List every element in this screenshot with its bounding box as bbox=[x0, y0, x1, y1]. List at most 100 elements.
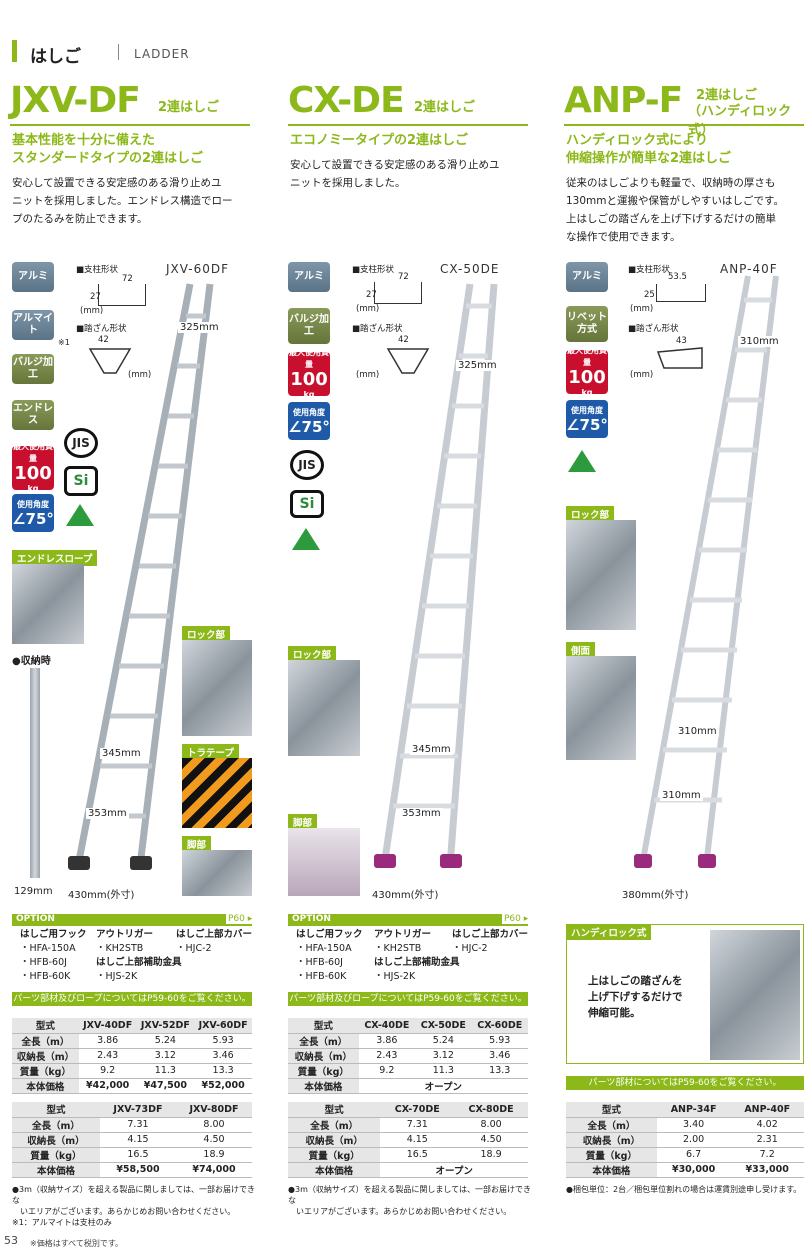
anp-desc-3: 上はしごの踏ざんを上げ下げするだけの簡単 bbox=[566, 213, 776, 225]
cx-si-mark: Si bbox=[290, 490, 324, 518]
anp-spec-post-w: 53.5 bbox=[668, 272, 687, 282]
cx-spec-mm-2: (mm) bbox=[356, 370, 380, 380]
jxv-cap-lock: ロック部 bbox=[182, 626, 231, 642]
jxv-dim-bot: 353mm bbox=[86, 808, 129, 819]
jxv-stored-image bbox=[30, 668, 40, 878]
cx-badge-bulge: バルジ加工 bbox=[288, 308, 330, 344]
anp-handy-text-3: 伸縮可能。 bbox=[588, 1007, 641, 1019]
jxv-dim-top: 325mm bbox=[178, 322, 221, 333]
cx-foot-photo bbox=[288, 828, 360, 896]
anp-dim-base: 380mm(外寸) bbox=[620, 886, 691, 901]
anp-handy-box bbox=[566, 924, 804, 1064]
anp-spec-mm-1: (mm) bbox=[630, 304, 654, 314]
jxv-badge-endless: エンドレス bbox=[12, 400, 54, 430]
jxv-footnote: ●3m（収納サイズ）を超える製品に関しましては、一部お届けできな いエリアがござ… bbox=[12, 1185, 255, 1227]
anp-desc-4: な操作で使用できます。 bbox=[566, 231, 681, 243]
jxv-spec-post-label: ■支柱形状 bbox=[76, 265, 119, 275]
jxv-foot-photo bbox=[182, 850, 252, 896]
jxv-desc-3: プのたるみを防止できます。 bbox=[12, 213, 148, 225]
jxv-jis-mark: JIS bbox=[64, 428, 98, 458]
cx-option-page[interactable]: P60 ▸ bbox=[502, 914, 531, 924]
anp-photo-name: ANP-40F bbox=[720, 262, 778, 276]
cx-cap-foot: 脚部 bbox=[288, 814, 318, 830]
anp-spec-post-h: 25 bbox=[644, 290, 655, 300]
anp-handy-photo bbox=[710, 930, 800, 1060]
cx-dim-mid: 345mm bbox=[410, 744, 453, 755]
anp-desc-2: 130mmと運搬や保管がしやすいはしごです。 bbox=[566, 195, 784, 207]
jxv-tagline-2: スタンダードタイプの2連はしご bbox=[12, 151, 204, 166]
anp-cap-side: 側面 bbox=[566, 642, 596, 658]
cx-opt-hook: はしご用フック・HFA-150A・HFB-60J・HFB-60K bbox=[296, 929, 363, 982]
cx-safety-mark-icon bbox=[292, 528, 320, 550]
cx-post-shape bbox=[374, 282, 422, 304]
cx-opt-cover: はしご上部カバー・HJC-2 bbox=[452, 929, 529, 954]
anp-spec-mm-2: (mm) bbox=[630, 370, 654, 380]
jxv-photo-name: JXV-60DF bbox=[166, 262, 230, 276]
jxv-model-title: JXV-DF bbox=[10, 80, 141, 121]
jxv-option-bar bbox=[12, 914, 252, 926]
jxv-lock-photo bbox=[182, 640, 252, 736]
jxv-opt-cover: はしご上部カバー・HJC-2 bbox=[176, 929, 253, 954]
cx-dim-top: 325mm bbox=[456, 360, 499, 371]
jxv-badge-angle: 使用角度∠75° bbox=[12, 494, 54, 532]
jxv-desc-1: 安心して設置できる安定感のある滑り止めユ bbox=[12, 177, 222, 189]
anp-cap-handy: ハンディロック式 bbox=[566, 924, 652, 940]
jxv-opt-hook: はしご用フック・HFA-150A・HFB-60J・HFB-60K bbox=[20, 929, 87, 982]
jxv-cap-endless: エンドレスロープ bbox=[12, 550, 98, 566]
jxv-si-mark: Si bbox=[64, 466, 98, 496]
jxv-endless-photo bbox=[12, 564, 84, 644]
table-row: 本体価格オープン bbox=[288, 1162, 528, 1178]
jxv-safety-mark-icon bbox=[66, 504, 94, 526]
anp-model-sub-2: （ハンディロック式） bbox=[688, 104, 792, 138]
page-number: 53 bbox=[4, 1234, 18, 1247]
cx-jis-mark: JIS bbox=[290, 450, 324, 480]
cx-dim-bot: 353mm bbox=[400, 808, 443, 819]
cx-spec-post-h: 27 bbox=[366, 290, 377, 300]
anp-tagline-1: ハンディロック式により bbox=[566, 133, 708, 148]
anp-badge-rivet: リベット方式 bbox=[566, 306, 608, 342]
anp-model-sub-1: 2連はしご bbox=[696, 88, 758, 103]
jxv-rule bbox=[10, 124, 250, 126]
jxv-option-label: OPTION bbox=[16, 914, 55, 924]
anp-ladder-image bbox=[634, 275, 779, 868]
jxv-dim-stored: 129mm bbox=[12, 886, 55, 897]
header-subtitle: LADDER bbox=[134, 47, 190, 61]
anp-badge-aluminum: アルミ bbox=[566, 262, 608, 292]
cx-option-bar bbox=[288, 914, 528, 926]
cx-spec-post-w: 72 bbox=[398, 272, 409, 282]
header-divider bbox=[118, 44, 119, 60]
jxv-step-shape bbox=[88, 348, 132, 374]
anp-lock-photo bbox=[566, 520, 636, 630]
jxv-option-page[interactable]: P60 ▸ bbox=[226, 914, 255, 924]
cx-parts-note: パーツ部材及びロープについてはP59-60をご覧ください。 bbox=[288, 992, 528, 1006]
cx-spec-step-w: 42 bbox=[398, 335, 409, 345]
anp-dim-bot: 310mm bbox=[660, 790, 703, 801]
cx-step-shape bbox=[386, 348, 430, 374]
cx-rule bbox=[288, 124, 528, 126]
cx-lock-photo bbox=[288, 660, 360, 756]
jxv-dim-mid: 345mm bbox=[100, 748, 143, 759]
cx-option-label: OPTION bbox=[292, 914, 331, 924]
